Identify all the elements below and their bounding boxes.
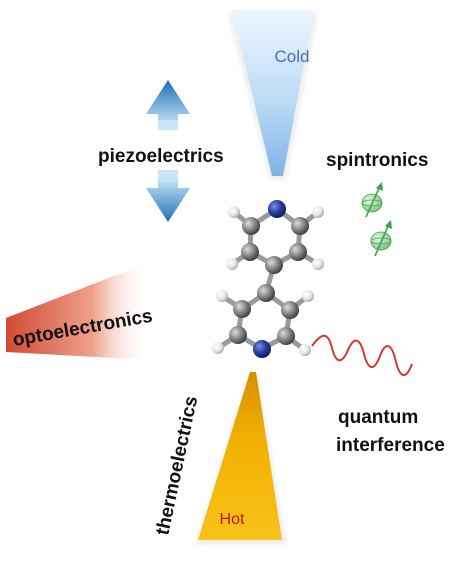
spin-up-icon [370,220,392,257]
thermoelectrics-label: thermoelectrics [152,394,202,537]
piezoelectrics-arrow-icon [146,80,190,222]
quantum-label: quantum [338,407,418,428]
hot-electrode-tip: Hot [196,372,286,544]
interference-label: interference [336,435,445,456]
quantum-wave-icon [311,334,413,376]
bipyridine-molecule [212,200,324,358]
cold-label: Cold [275,47,310,66]
spintronics-label: spintronics [326,150,428,171]
hot-label: Hot [220,511,245,528]
cold-electrode-tip: Cold [228,10,318,180]
piezoelectrics-label: piezoelectrics [98,146,224,167]
spin-up-icon [361,182,383,218]
optoelectronics-light-cone [6,262,150,360]
